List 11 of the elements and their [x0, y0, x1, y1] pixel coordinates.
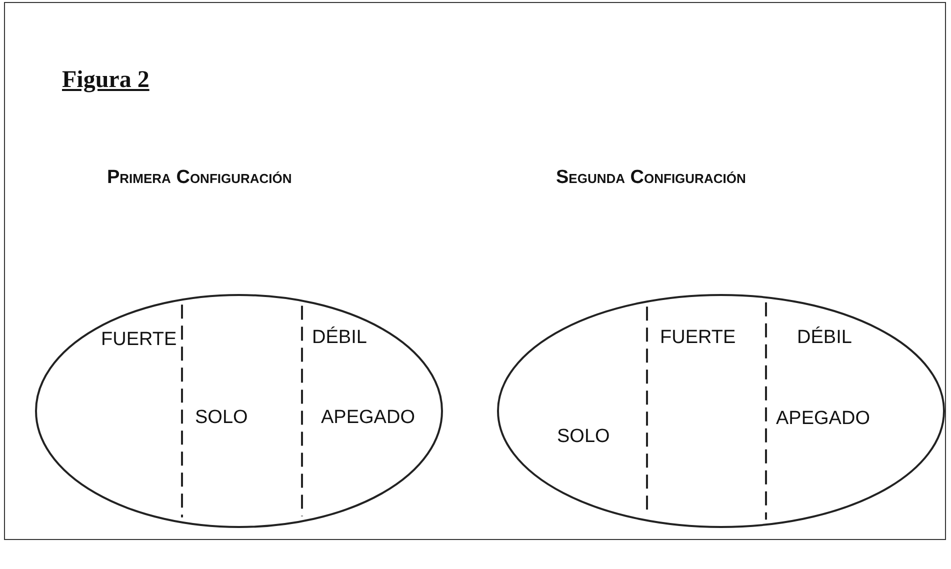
configuration-heading: Primera Configuración: [107, 168, 292, 187]
figure-title: Figura 2: [62, 68, 150, 92]
region-label: DÉBIL: [312, 328, 367, 347]
region-label: FUERTE: [101, 330, 177, 349]
region-label: APEGADO: [776, 409, 870, 428]
region-label: DÉBIL: [797, 328, 852, 347]
region-label: FUERTE: [660, 328, 736, 347]
region-label: SOLO: [557, 427, 610, 446]
region-label: SOLO: [195, 408, 248, 427]
region-label: APEGADO: [321, 408, 415, 427]
configuration-heading: Segunda Configuración: [556, 168, 746, 187]
